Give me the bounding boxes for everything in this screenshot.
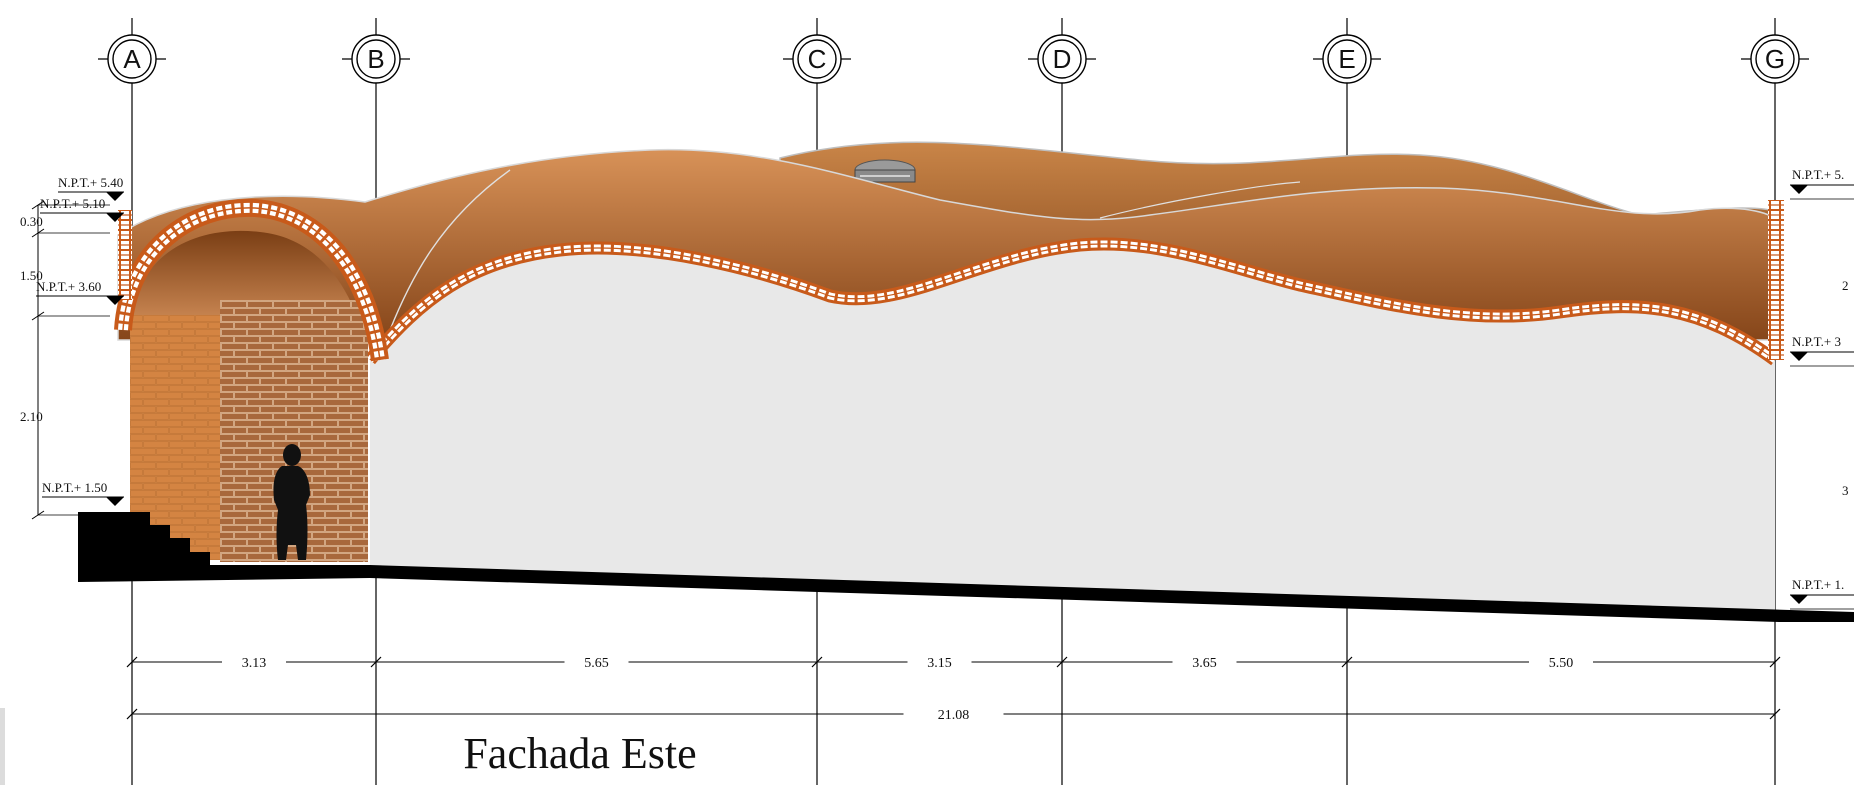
bay-dimension-label: 3.65 [1192, 656, 1217, 671]
grid-axis-label: E [1338, 44, 1355, 74]
stairs [78, 512, 230, 578]
total-dimension-label: 21.08 [938, 708, 970, 723]
level-label: N.P.T.+ 3 [1792, 334, 1841, 349]
bay-dimension-label: 5.50 [1549, 656, 1574, 671]
total-dimension-line: 21.08 [126, 705, 1781, 723]
grid-axis-bubble-e: E [1313, 34, 1381, 84]
ground-line [78, 565, 1854, 622]
grid-axis-bubble-g: G [1741, 34, 1809, 84]
arched-entrance [114, 198, 389, 562]
grid-axis-bubble-a: A [98, 34, 166, 84]
grid-axis-label: G [1765, 44, 1785, 74]
level-marker: N.P.T.+ 5.10 [40, 196, 124, 222]
level-marker: N.P.T.+ 5. [1790, 167, 1854, 200]
grid-axis-label: A [123, 44, 141, 74]
level-marker: N.P.T.+ 3 [1790, 334, 1854, 367]
vertical-dimension-label: 1.50 [20, 268, 43, 283]
bay-dimension-label: 3.15 [927, 656, 952, 671]
grid-axis-bubble-b: B [342, 34, 410, 84]
level-label: N.P.T.+ 1. [1792, 577, 1844, 592]
grid-axis-label: C [808, 44, 827, 74]
level-label: N.P.T.+ 5.10 [40, 196, 105, 211]
level-label: N.P.T.+ 1.50 [42, 480, 107, 495]
bay-dimension-label: 5.65 [584, 656, 609, 671]
left-vertical-dimensions: 0.30 1.50 2.10 [20, 200, 110, 520]
level-marker: N.P.T.+ 3.60 [36, 279, 124, 305]
right-level-markers: N.P.T.+ 5. N.P.T.+ 3 N.P.T.+ 1. [1790, 167, 1854, 610]
level-marker: N.P.T.+ 5.40 [58, 175, 124, 201]
right-brick-pier [1768, 200, 1784, 360]
level-label: N.P.T.+ 3.60 [36, 279, 101, 294]
facade-wall [370, 243, 1775, 615]
vertical-dimension-label: 0.30 [20, 214, 43, 229]
drawing-title: Fachada Este [463, 729, 696, 778]
level-label: N.P.T.+ 5.40 [58, 175, 123, 190]
grid-axis-label: D [1053, 44, 1072, 74]
bay-dimension-label: 3.13 [242, 656, 267, 671]
left-level-markers: N.P.T.+ 5.40N.P.T.+ 5.10N.P.T.+ 3.60N.P.… [36, 175, 124, 506]
bay-dimension-line: 3.13 5.65 3.15 3.65 5.50 [126, 653, 1781, 671]
vertical-dimension-label: 3 [1842, 483, 1849, 498]
person-silhouette-icon [273, 444, 310, 560]
grid-axis-bubble-c: C [783, 34, 851, 84]
level-label: N.P.T.+ 5. [1792, 167, 1844, 182]
vertical-dimension-label: 2.10 [20, 409, 43, 424]
vertical-dimension-label: 2 [1842, 278, 1849, 293]
level-marker: N.P.T.+ 1. [1790, 577, 1854, 610]
grid-axis-label: B [367, 44, 384, 74]
grid-axis-bubble-d: D [1028, 34, 1096, 84]
right-vertical-dimensions: 23 [1842, 278, 1849, 498]
level-marker: N.P.T.+ 1.50 [42, 480, 124, 506]
skylight-icon [854, 159, 916, 183]
